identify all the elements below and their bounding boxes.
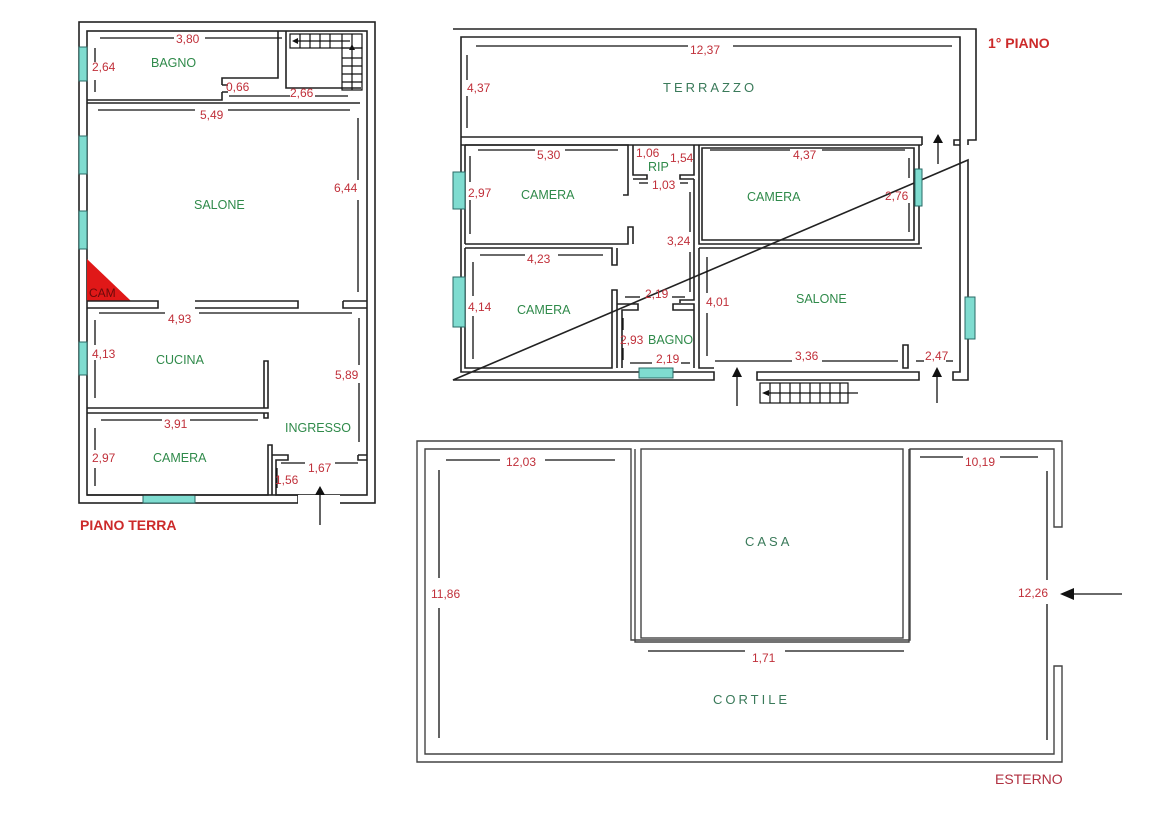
cucina-camera-divider — [87, 360, 269, 419]
room-label-camera2: CAMERA — [747, 190, 801, 204]
salone-width-label: 5,49 — [200, 108, 224, 122]
entry-width-label: 1,67 — [308, 461, 332, 475]
ground-outer-wall — [78, 21, 376, 504]
entrance-arrow-icon — [932, 367, 942, 403]
room-label-terrazzo: TERRAZZO — [663, 80, 757, 95]
window — [638, 367, 674, 379]
room-label-camera3: CAMERA — [517, 303, 571, 317]
cortile-bottom-label: 1,71 — [752, 651, 776, 665]
entrance-arrow-icon — [1060, 588, 1122, 600]
cortile-height-right-label: 12,26 — [1018, 586, 1048, 600]
room-label-camera1: CAMERA — [521, 188, 575, 202]
rip-width-label: 1,06 — [636, 146, 660, 160]
bagno-height-label: 2,64 — [92, 60, 116, 74]
room-label-bagno1: BAGNO — [648, 333, 693, 347]
cortile-width-left-label: 12,03 — [506, 455, 536, 469]
balcony-arrow-icon — [933, 134, 943, 164]
camera-entry-wall — [87, 444, 273, 496]
terrazzo-height-label: 4,37 — [467, 81, 491, 95]
window — [914, 168, 923, 207]
salone-height-label: 6,44 — [334, 181, 358, 195]
window — [452, 171, 466, 210]
staircase-ground-icon — [289, 33, 363, 91]
window — [78, 341, 88, 376]
camera-height-label: 2,97 — [92, 451, 116, 465]
camera2-width-label: 4,37 — [793, 148, 817, 162]
entry-depth-label: 1,56 — [275, 473, 299, 487]
window — [78, 210, 88, 250]
rip-height-label: 1,54 — [670, 151, 694, 165]
salone1-entry-label: 2,47 — [925, 349, 949, 363]
cam-marker-icon — [87, 259, 131, 301]
camera1-width-label: 5,30 — [537, 148, 561, 162]
salone1-height-label: 4,01 — [706, 295, 730, 309]
first-floor-plan: 1° PIANO 12,37 4,37 TERRAZZO 5,30 2,97 C… — [452, 28, 1050, 406]
ingresso-height-label: 5,89 — [335, 368, 359, 382]
cortile-height-left-label: 11,86 — [431, 587, 460, 601]
ground-floor-plan: 3,80 2,64 BAGNO 0,66 2,66 5,49 6,44 SALO… — [78, 21, 376, 533]
exterior-plan: 12,03 11,86 10,19 12,26 CASA 1,71 CORTIL… — [416, 440, 1122, 787]
cucina-height-label: 4,13 — [92, 347, 116, 361]
bagno-width-label: 3,80 — [176, 32, 200, 46]
room-label-salone: SALONE — [194, 198, 245, 212]
room-label-salone1: SALONE — [796, 292, 847, 306]
room-label-bagno: BAGNO — [151, 56, 196, 70]
camera3-height-label: 4,14 — [468, 300, 492, 314]
staircase-first-icon — [759, 382, 858, 404]
cucina-width-label: 4,93 — [168, 312, 192, 326]
camera3-width-label: 4,23 — [527, 252, 551, 266]
corridor-width-label: 2,19 — [645, 287, 669, 301]
cortile-width-right-label: 10,19 — [965, 455, 995, 469]
terrazzo-width-label: 12,37 — [690, 43, 720, 57]
bagno1-height-label: 2,93 — [620, 333, 644, 347]
terrazzo-divider — [461, 136, 923, 146]
entrance-arrow-icon — [315, 486, 325, 525]
bagno-extra-label: 0,66 — [226, 80, 250, 94]
ground-floor-title: PIANO TERRA — [80, 517, 176, 533]
window — [78, 135, 88, 175]
camera2-height-label: 2,76 — [885, 189, 909, 203]
casa-outline — [640, 448, 904, 639]
window — [142, 494, 196, 504]
exterior-title: ESTERNO — [995, 771, 1063, 787]
camera1-height-label: 2,97 — [468, 186, 492, 200]
bagno-wall — [87, 31, 361, 101]
bagno-extra2-label: 2,66 — [290, 86, 314, 100]
salone1-width-label: 3,36 — [795, 349, 819, 363]
corridor-length-label: 3,24 — [667, 234, 691, 248]
room-label-rip: RIP — [648, 160, 669, 174]
bagno1-width-label: 2,19 — [656, 352, 680, 366]
rip-corridor-label: 1,03 — [652, 178, 676, 192]
room-label-ingresso: INGRESSO — [285, 421, 351, 435]
camera-width-label: 3,91 — [164, 417, 188, 431]
cam-label: CAM — [89, 286, 116, 300]
first-floor-title: 1° PIANO — [988, 35, 1050, 51]
window — [964, 296, 976, 340]
room-label-cucina: CUCINA — [156, 353, 205, 367]
exterior-wall — [416, 440, 1063, 763]
window — [452, 276, 466, 328]
first-outer-wall — [452, 28, 977, 381]
salone-cucina-divider — [87, 300, 367, 309]
window — [78, 46, 88, 82]
room-label-casa: CASA — [745, 534, 792, 549]
room-label-camera: CAMERA — [153, 451, 207, 465]
room-label-cortile: CORTILE — [713, 692, 790, 707]
entrance-arrow-icon — [732, 367, 742, 406]
